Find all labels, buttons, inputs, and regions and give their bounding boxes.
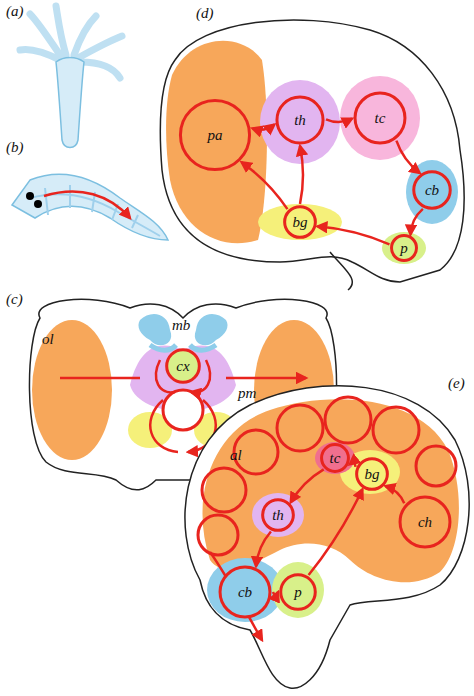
pathway-arrow bbox=[396, 141, 419, 173]
pathway-arrow bbox=[385, 486, 404, 503]
panel-letter: (e) bbox=[448, 376, 465, 391]
flatworm bbox=[12, 174, 168, 240]
region-name: cb bbox=[425, 183, 439, 198]
region-circle: p bbox=[391, 235, 417, 261]
region-circle: bg bbox=[284, 206, 316, 238]
region-name: cx bbox=[176, 359, 189, 374]
region-name: al bbox=[230, 448, 242, 463]
pathway-arrow bbox=[411, 209, 423, 235]
region-circle: th bbox=[262, 499, 294, 531]
region-name: cb bbox=[238, 585, 252, 600]
pathway-arrow bbox=[309, 489, 363, 575]
hydra bbox=[20, 6, 122, 148]
region-circle: cx bbox=[166, 349, 200, 383]
pathway-arrow bbox=[273, 592, 278, 595]
region-name: pa bbox=[208, 128, 223, 143]
region-circle: p bbox=[280, 574, 316, 610]
human-brain bbox=[185, 386, 469, 688]
pathway-arrow bbox=[291, 469, 324, 502]
panel-letter: (c) bbox=[6, 292, 23, 307]
region-name: bg bbox=[365, 467, 380, 482]
panel-letter: (d) bbox=[196, 6, 214, 21]
region-circle: tc bbox=[354, 92, 406, 144]
panel-letter: (b) bbox=[6, 140, 24, 155]
region-circle: cb bbox=[219, 566, 271, 618]
region-name: bg bbox=[293, 215, 308, 230]
region-circle: ch bbox=[399, 496, 451, 548]
panel-letter: (a) bbox=[6, 4, 24, 19]
region-circle: cb bbox=[413, 171, 451, 209]
pathway-arrow bbox=[256, 532, 271, 567]
region-name: mb bbox=[172, 318, 190, 333]
region-circle: bg bbox=[356, 458, 388, 490]
region-name: ch bbox=[418, 515, 432, 530]
region-circle: tc bbox=[321, 444, 349, 472]
region-name: p bbox=[294, 585, 302, 600]
region-name: th bbox=[272, 508, 284, 523]
region-circle: th bbox=[276, 96, 324, 144]
pathway-arrow bbox=[300, 146, 303, 204]
pathway-arrow bbox=[252, 125, 274, 130]
region-name: tc bbox=[330, 451, 341, 466]
pathway-arrow bbox=[326, 119, 352, 122]
pathway-arrow bbox=[350, 463, 356, 467]
pathway-arrow bbox=[317, 226, 389, 244]
region-name: p bbox=[400, 241, 408, 256]
region-name: tc bbox=[375, 111, 386, 126]
pathway-arrow bbox=[242, 162, 288, 209]
region-circle: pa bbox=[179, 99, 251, 171]
region-name: pm bbox=[238, 386, 256, 401]
region-name: th bbox=[294, 113, 306, 128]
region-name: ol bbox=[42, 332, 54, 347]
bird-brain bbox=[160, 20, 464, 290]
